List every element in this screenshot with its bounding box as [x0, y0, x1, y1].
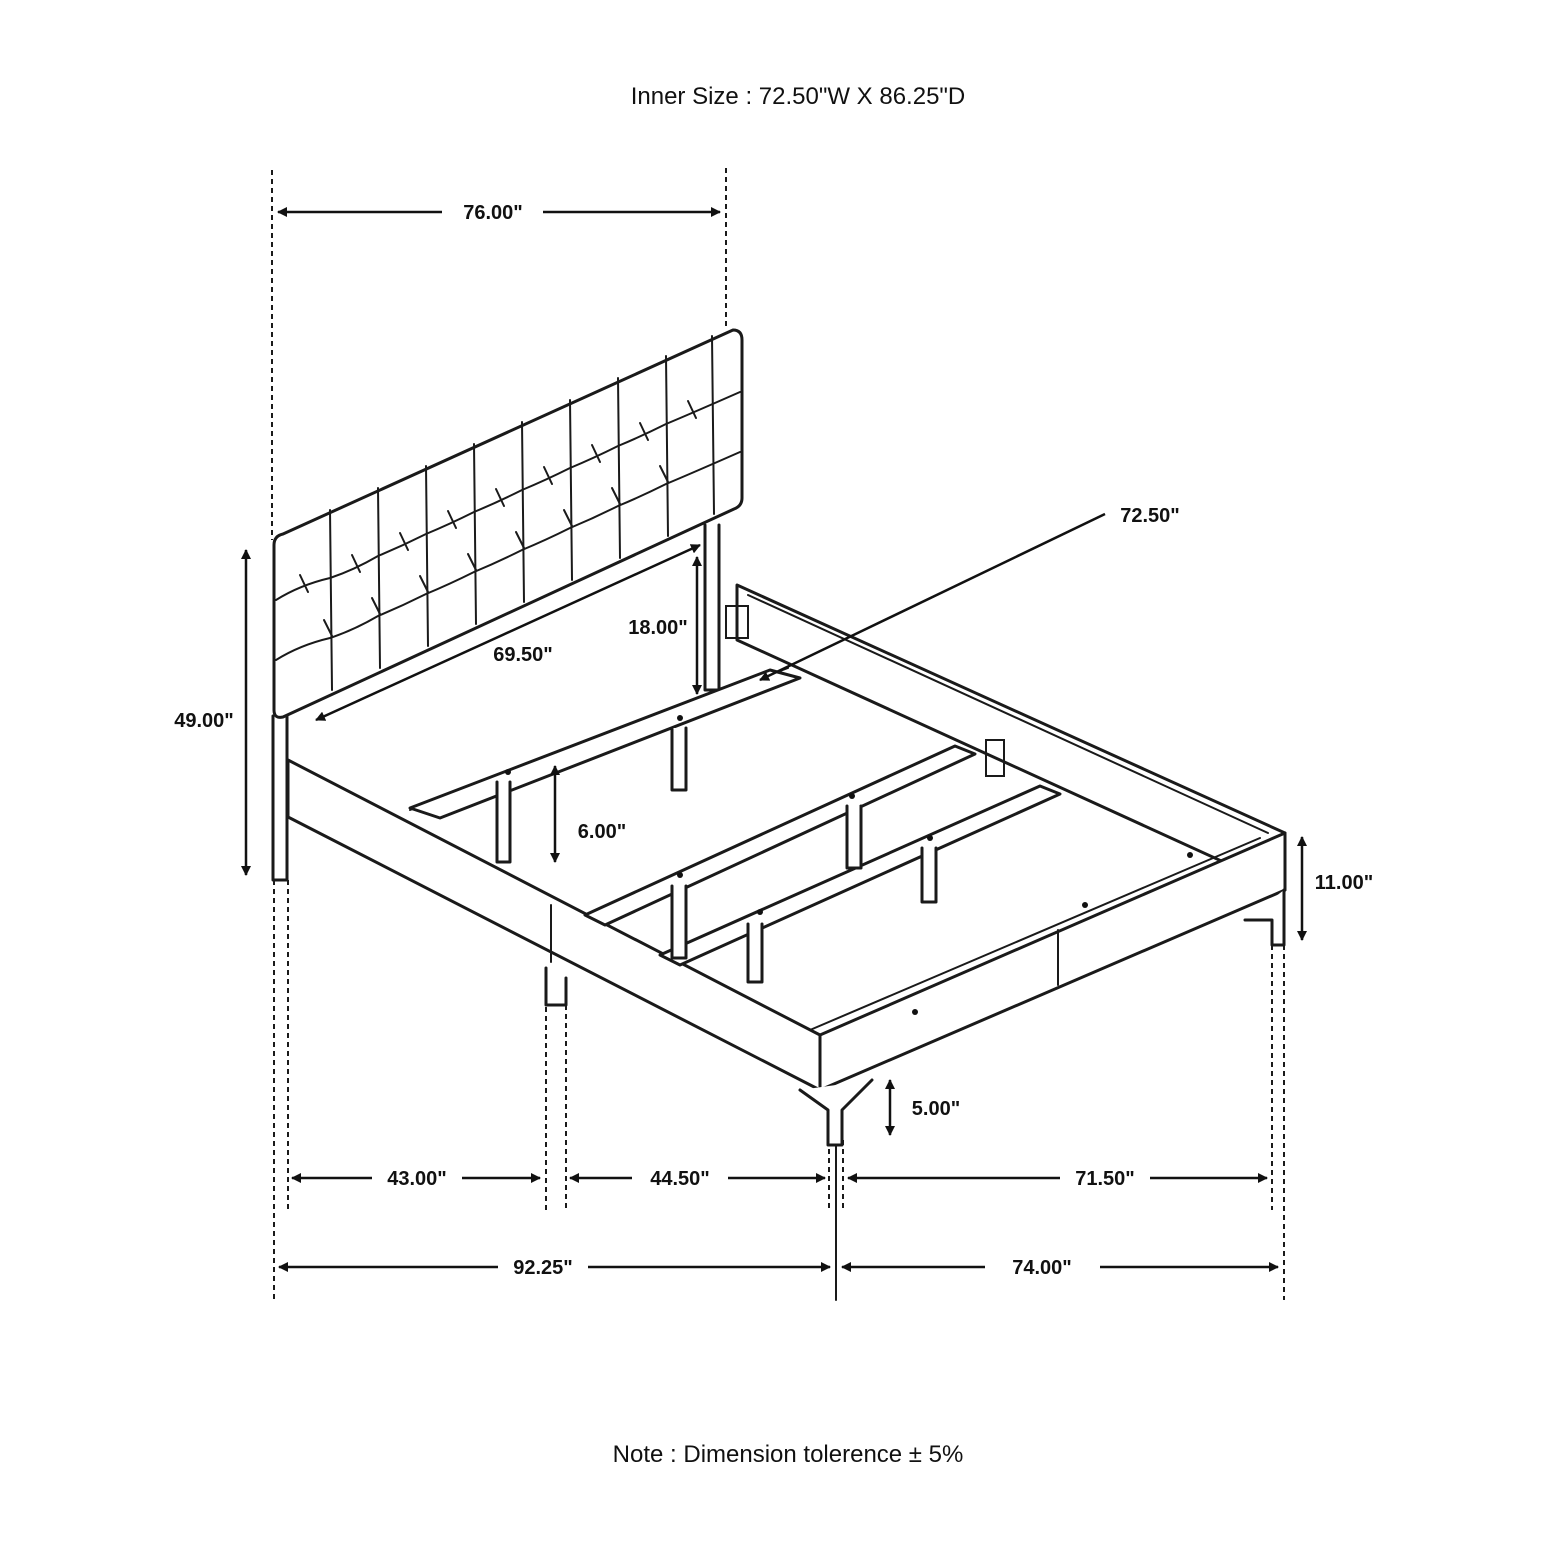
dim-length-segment-1: 43.00": [387, 1168, 447, 1190]
dim-headboard-width: 76.00": [463, 202, 523, 224]
dim-inner-width: 72.50": [1120, 505, 1180, 527]
dim-leg-height: 5.00": [912, 1098, 960, 1120]
dim-panel-height: 18.00": [628, 617, 688, 639]
bed-frame: [286, 583, 1287, 1147]
dim-headboard-height: 49.00": [174, 710, 234, 732]
dim-panel-width: 69.50": [493, 644, 553, 666]
dim-frame-height: 11.00": [1315, 872, 1373, 894]
dim-length-segment-2: 44.50": [650, 1168, 710, 1190]
inner-size-label: Inner Size : 72.50"W X 86.25"D: [631, 83, 966, 110]
dim-overall-length: 92.25": [513, 1257, 573, 1279]
dim-slat-height: 6.00": [578, 821, 626, 843]
dim-inner-side-width: 71.50": [1075, 1168, 1135, 1190]
tolerance-note: Note : Dimension tolerence ± 5%: [613, 1441, 964, 1468]
extension-lines: [271, 168, 1285, 1301]
dim-overall-width: 74.00": [1012, 1257, 1072, 1279]
